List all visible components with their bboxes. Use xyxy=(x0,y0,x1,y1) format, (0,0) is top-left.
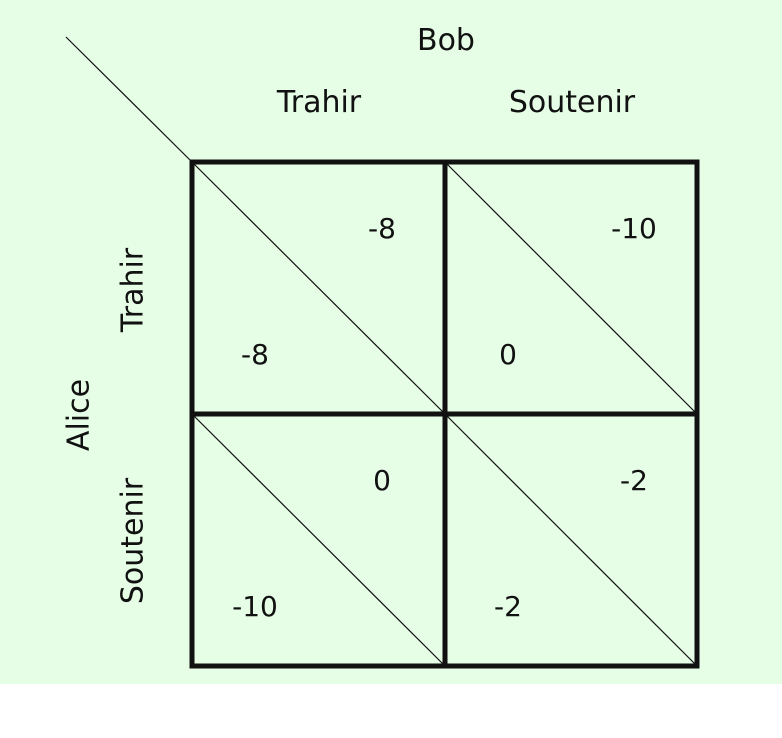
payoff-alice-0-0: -8 xyxy=(241,338,269,371)
column-strategy-label-0: Trahir xyxy=(276,85,362,120)
payoff-alice-1-1: -2 xyxy=(494,590,522,623)
cell-diagonal-0-1 xyxy=(444,161,698,415)
cell-diagonal-1-0 xyxy=(191,413,446,667)
payoff-alice-1-0: -10 xyxy=(232,590,278,623)
corner-diagonal xyxy=(65,36,193,163)
column-player-label: Bob xyxy=(417,23,475,58)
payoff-bob-1-1: -2 xyxy=(620,464,648,497)
game-matrix-canvas: Bob Alice Trahir Soutenir Trahir Souteni… xyxy=(0,0,782,684)
payoff-bob-1-0: 0 xyxy=(373,464,391,497)
cell-diagonal-1-1 xyxy=(444,413,698,667)
payoff-bob-0-1: -10 xyxy=(611,212,657,245)
cell-diagonal-0-0 xyxy=(191,161,446,415)
payoff-bob-0-0: -8 xyxy=(368,212,396,245)
payoff-alice-0-1: 0 xyxy=(499,338,517,371)
row-strategy-label-0: Trahir xyxy=(116,247,151,333)
row-player-label: Alice xyxy=(62,379,97,451)
row-strategy-label-1: Soutenir xyxy=(116,477,151,604)
payoff-matrix-diagram: Bob Alice Trahir Soutenir Trahir Souteni… xyxy=(62,23,700,669)
column-strategy-label-1: Soutenir xyxy=(509,85,636,120)
